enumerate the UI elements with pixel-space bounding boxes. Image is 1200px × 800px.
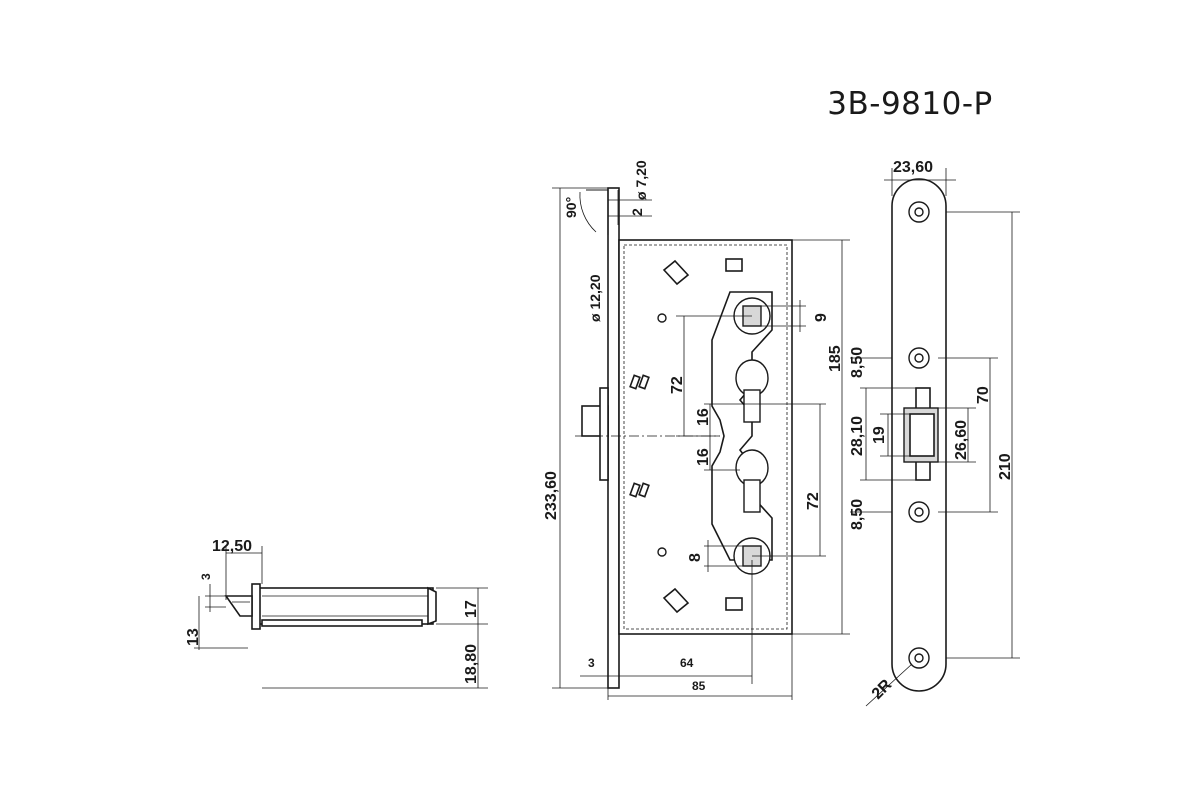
dim-lower-square: 8 [687, 553, 704, 562]
dim-window-height: 26,60 [953, 420, 970, 460]
side-forend [251, 583, 261, 630]
side-latch [224, 595, 253, 617]
dim-cutout-inner: 19 [871, 426, 888, 444]
side-view: 12,50 3 13 17 18,80 [185, 538, 488, 689]
dim-case-height: 185 [827, 345, 844, 372]
dim-angle: 90° [563, 197, 579, 218]
model-number: 3B-9810-P [827, 86, 993, 122]
dim-hole-diameter: ø 7,20 [633, 160, 649, 200]
dim-upper-square: 9 [813, 313, 830, 322]
dim-upper-pitch: 72 [669, 376, 686, 394]
dim-forend-thickness: 3 [588, 656, 595, 670]
dim-body-height: 17 [463, 600, 480, 618]
dim-total-height: 18,80 [463, 644, 480, 684]
dim-case-width: 85 [692, 679, 706, 693]
dim-strike-width: 23,60 [893, 159, 933, 176]
dim-width: 12,50 [212, 538, 252, 555]
side-body [256, 587, 434, 625]
front-view: 90° ø 7,20 2 ø 12,20 233,60 3 64 85 185 [543, 160, 850, 700]
dim-backset: 64 [680, 656, 694, 670]
dim-upper-step: 16 [695, 408, 712, 426]
dim-latch-offset: 3 [199, 573, 213, 580]
dim-top-offset: 8,50 [849, 347, 866, 378]
dim-latch-window: 70 [975, 386, 992, 404]
dim-bottom-offset: 8,50 [849, 499, 866, 530]
dim-lower-step: 16 [695, 448, 712, 466]
dim-cylinder-diameter: ø 12,20 [587, 274, 603, 322]
dim-strike-height: 210 [997, 453, 1014, 480]
dim-radius: 2R [869, 676, 896, 703]
forend [607, 187, 620, 689]
dim-lower-pitch: 72 [805, 492, 822, 510]
dim-latch-depth: 13 [185, 628, 202, 646]
dim-overall-height: 233,60 [543, 471, 560, 520]
strike-plate-view: 23,60 210 70 26,60 28,10 19 8,50 [849, 159, 1020, 707]
dim-hole-offset: 2 [629, 208, 645, 216]
dim-cutout-height: 28,10 [849, 416, 866, 456]
